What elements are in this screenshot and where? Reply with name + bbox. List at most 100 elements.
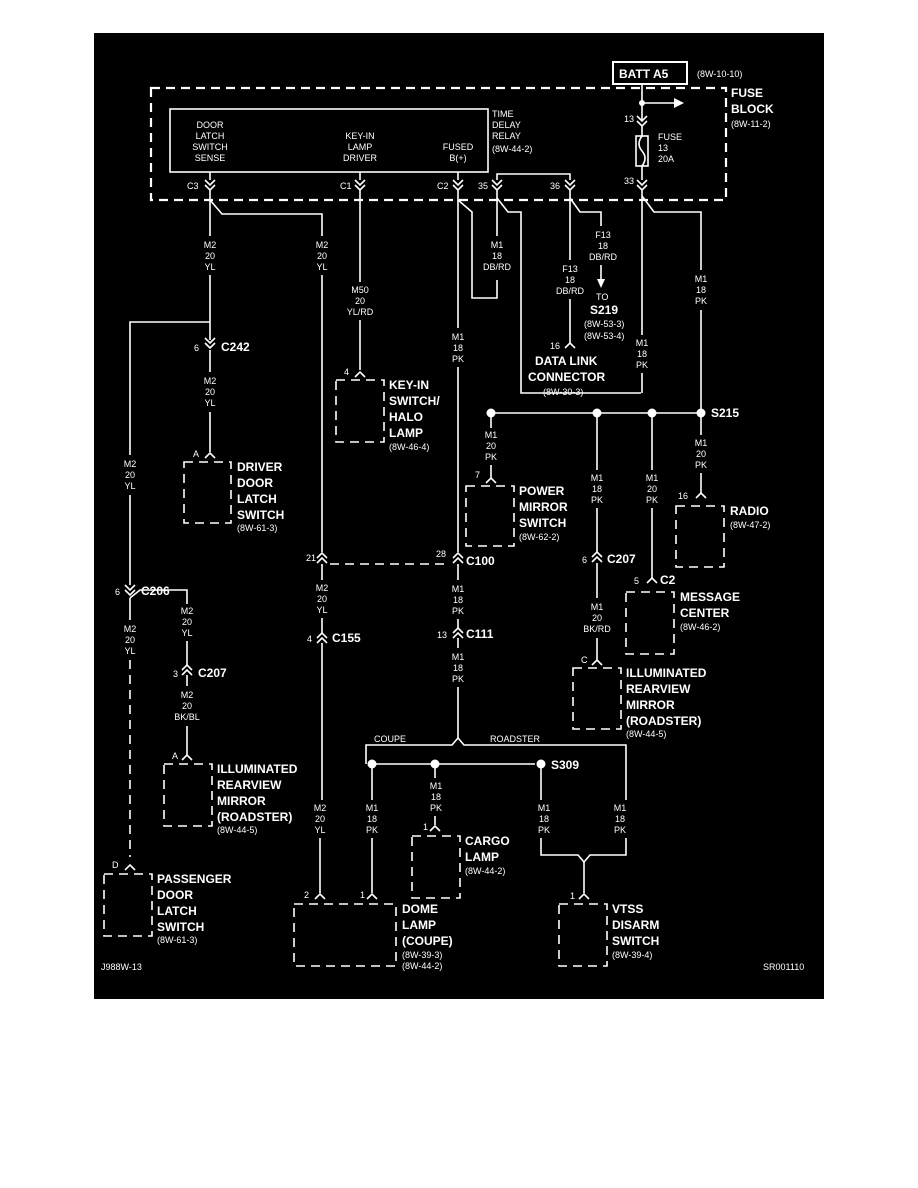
wire-m1-k-2: 18 xyxy=(367,814,377,824)
wire-m1-j-2: 20 xyxy=(696,449,706,459)
wire-m1-g-2: 18 xyxy=(592,484,602,494)
s215-label: S215 xyxy=(711,406,739,420)
wire-m1-l-3: PK xyxy=(430,803,442,813)
relay-pin-c3: C3 xyxy=(187,181,199,191)
wire-m2-e-1: M2 xyxy=(124,624,137,634)
relay-title-1: TIME xyxy=(492,109,514,119)
wire-m1-e-1: M1 xyxy=(695,274,708,284)
wire-m2-b-2: 20 xyxy=(317,251,327,261)
wire-m1-b-2: 18 xyxy=(453,595,463,605)
wire-m50-1: M50 xyxy=(351,285,369,295)
cargo-label-2: LAMP xyxy=(465,850,499,864)
relay-latch-label-4: SENSE xyxy=(195,153,226,163)
passenger-latch-label-1: PASSENGER xyxy=(157,872,232,886)
to-s219-ref-1: (8W-53-3) xyxy=(584,319,624,329)
power-mirror-switch-box xyxy=(465,485,515,547)
to-s219-ref-2: (8W-53-4) xyxy=(584,331,624,341)
passenger-latch-ref: (8W-61-3) xyxy=(157,935,197,945)
fuse-in-pin: 13 xyxy=(624,114,634,124)
c207-left-pin: 3 xyxy=(173,669,178,679)
wire-m2-b-3: YL xyxy=(316,262,327,272)
c207-left-label: C207 xyxy=(198,666,227,680)
c242-pin: 6 xyxy=(194,343,199,353)
wire-m1-i-3: PK xyxy=(646,495,658,505)
wire-m1-k-3: PK xyxy=(366,825,378,835)
relay-keyin-label-1: KEY-IN xyxy=(345,131,374,141)
vtss-label-1: VTSS xyxy=(612,902,643,916)
c242-label: C242 xyxy=(221,340,250,354)
wire-m2-a-1: M2 xyxy=(204,240,217,250)
fuse-block-title-1: FUSE xyxy=(731,86,763,100)
wire-m1-k-1: M1 xyxy=(366,803,379,813)
driver-latch-label-4: SWITCH xyxy=(237,508,284,522)
wire-m1-g-3: PK xyxy=(591,495,603,505)
driver-latch-label-2: DOOR xyxy=(237,476,273,490)
wire-m2-i-3: YL xyxy=(314,825,325,835)
wire-f13-a-3: DB/RD xyxy=(556,286,585,296)
power-mirror-label-1: POWER xyxy=(519,484,565,498)
wire-f13-b-2: 18 xyxy=(598,241,608,251)
relay-pin-36: 36 xyxy=(550,181,560,191)
mirror-right-label-3: MIRROR xyxy=(626,698,675,712)
wire-m1-j-3: PK xyxy=(695,460,707,470)
relay-pin-c1: C1 xyxy=(340,181,352,191)
wire-m1-m-1: M1 xyxy=(538,803,551,813)
wire-m2-h-1: M2 xyxy=(316,583,329,593)
wire-m2-d-3: YL xyxy=(124,481,135,491)
batt-a5-label: BATT A5 xyxy=(619,67,669,81)
cargo-pin: 1 xyxy=(423,822,428,832)
relay-ref: (8W-44-2) xyxy=(492,144,532,154)
wire-m1-m-2: 18 xyxy=(539,814,549,824)
fuse-block-outline xyxy=(149,86,728,202)
wire-f13-b-3: DB/RD xyxy=(589,252,618,262)
batt-a5-ref: (8W-10-10) xyxy=(697,69,742,79)
wire-m2-i-2: 20 xyxy=(315,814,325,824)
wire-m2-i-1: M2 xyxy=(314,803,327,813)
message-center-ref: (8W-46-2) xyxy=(680,622,720,632)
power-mirror-pin: 7 xyxy=(475,470,480,480)
left-illuminated-mirror-box xyxy=(163,763,213,827)
driver-door-latch-switch-box xyxy=(183,461,232,524)
wire-m1-c-2: 18 xyxy=(453,663,463,673)
keyin-pin: 4 xyxy=(344,367,349,377)
relay-fused-label-1: FUSED xyxy=(443,142,474,152)
mirror-left-label-1: ILLUMINATED xyxy=(217,762,298,776)
mirror-right-label-1: ILLUMINATED xyxy=(626,666,707,680)
wire-m1-b-1: M1 xyxy=(452,584,465,594)
relay-latch-label-3: SWITCH xyxy=(192,142,228,152)
dlc-ref: (8W-30-3) xyxy=(543,387,583,397)
relay-keyin-label-2: LAMP xyxy=(348,142,373,152)
wire-f13-b-1: F13 xyxy=(595,230,611,240)
relay-pin-35: 35 xyxy=(478,181,488,191)
vtss-pin: 1 xyxy=(570,891,575,901)
c155-pin: 4 xyxy=(307,634,312,644)
wire-m1-m-3: PK xyxy=(538,825,550,835)
keyin-switch-halo-lamp-box xyxy=(335,379,385,443)
fuse-block-ref: (8W-11-2) xyxy=(731,119,771,129)
wire-m2-h-2: 20 xyxy=(317,594,327,604)
to-s219-to: TO xyxy=(596,292,608,302)
wire-m50-3: YL/RD xyxy=(347,307,374,317)
vtss-label-3: SWITCH xyxy=(612,934,659,948)
keyin-label-1: KEY-IN xyxy=(389,378,429,392)
wire-m1-h-2: 20 xyxy=(592,613,602,623)
to-s219-splice: S219 xyxy=(590,303,618,317)
wire-m1-dbrd-3: DB/RD xyxy=(483,262,512,272)
power-mirror-label-2: MIRROR xyxy=(519,500,568,514)
c100-pin-right: 28 xyxy=(436,549,446,559)
message-center-conn: C2 xyxy=(660,573,676,587)
roadster-label: ROADSTER xyxy=(490,734,541,744)
vtss-label-2: DISARM xyxy=(612,918,659,932)
relay-latch-label-1: DOOR xyxy=(197,120,225,130)
message-center-box xyxy=(625,591,675,655)
wire-m1-b-3: PK xyxy=(452,606,464,616)
wire-m2-d-1: M2 xyxy=(124,459,137,469)
wire-m1-a-3: PK xyxy=(452,354,464,364)
wire-m1-i-2: 20 xyxy=(647,484,657,494)
driver-latch-label-3: LATCH xyxy=(237,492,277,506)
wire-m2-g-2: 20 xyxy=(182,701,192,711)
wire-m1-a-2: 18 xyxy=(453,343,463,353)
batt-a5-box xyxy=(612,61,688,85)
keyin-ref: (8W-46-4) xyxy=(389,442,429,452)
wire-m1-c-1: M1 xyxy=(452,652,465,662)
